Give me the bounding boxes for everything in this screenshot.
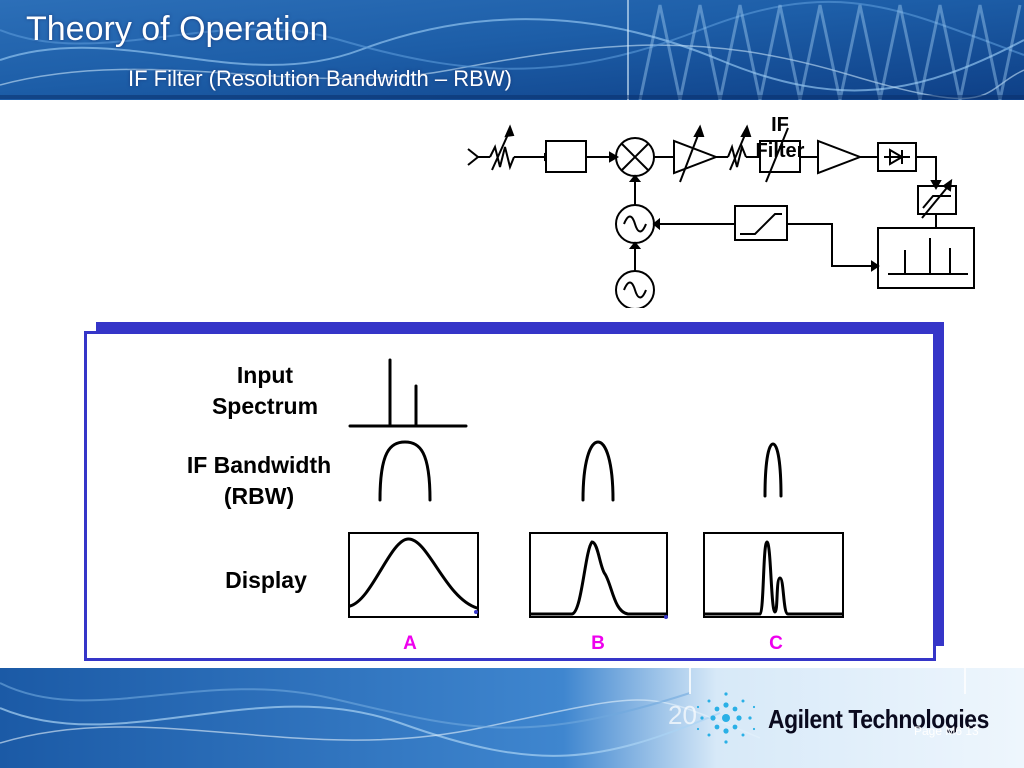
column-label-c: C: [769, 633, 783, 654]
slide-subtitle: IF Filter (Resolution Bandwidth – RBW): [128, 66, 512, 91]
display-label: Display: [225, 567, 307, 593]
column-label-b: B: [591, 633, 605, 654]
background-year-text: 20: [668, 700, 697, 730]
log-amplifier-icon: [673, 124, 719, 183]
input-spectrum-label-line: Input: [236, 362, 294, 388]
input-spectrum-label: Input Spectrum: [190, 360, 340, 422]
video-filter-icon: [917, 178, 957, 219]
ramp-generator-icon: [734, 205, 788, 241]
agilent-spark-logo-icon: [696, 692, 756, 744]
slide-title: Theory of Operation: [26, 10, 329, 48]
if-filter-label-line: Filter: [755, 140, 805, 162]
if-filter-label: IF Filter: [742, 112, 818, 164]
low-pass-filter-icon: [545, 140, 587, 173]
envelope-detector-icon: [877, 142, 917, 172]
input-spectrum-label-line: Spectrum: [211, 393, 319, 419]
if-bandwidth-label-line: (RBW): [223, 483, 295, 509]
variable-attenuator-icon: [489, 124, 515, 171]
column-label-a: A: [403, 633, 417, 654]
if-bandwidth-label-line: IF Bandwidth: [186, 452, 332, 478]
amplifier-icon: [817, 139, 863, 175]
local-oscillator-icon: [615, 204, 655, 244]
display-icon: [877, 227, 975, 289]
mixer-icon: [615, 137, 655, 177]
if-bandwidth-label: IF Bandwidth (RBW): [164, 450, 354, 512]
block-diagram: [467, 124, 975, 308]
page-number: Page M6 13: [914, 724, 979, 738]
if-filter-label-line: IF: [771, 114, 789, 136]
reference-oscillator-icon: [615, 270, 655, 308]
header-banner: [0, 0, 1024, 100]
agilent-logo-text: Agilent Technologies: [768, 704, 989, 734]
footer-banner: 20: [0, 668, 1024, 768]
antenna-icon: [467, 148, 490, 166]
